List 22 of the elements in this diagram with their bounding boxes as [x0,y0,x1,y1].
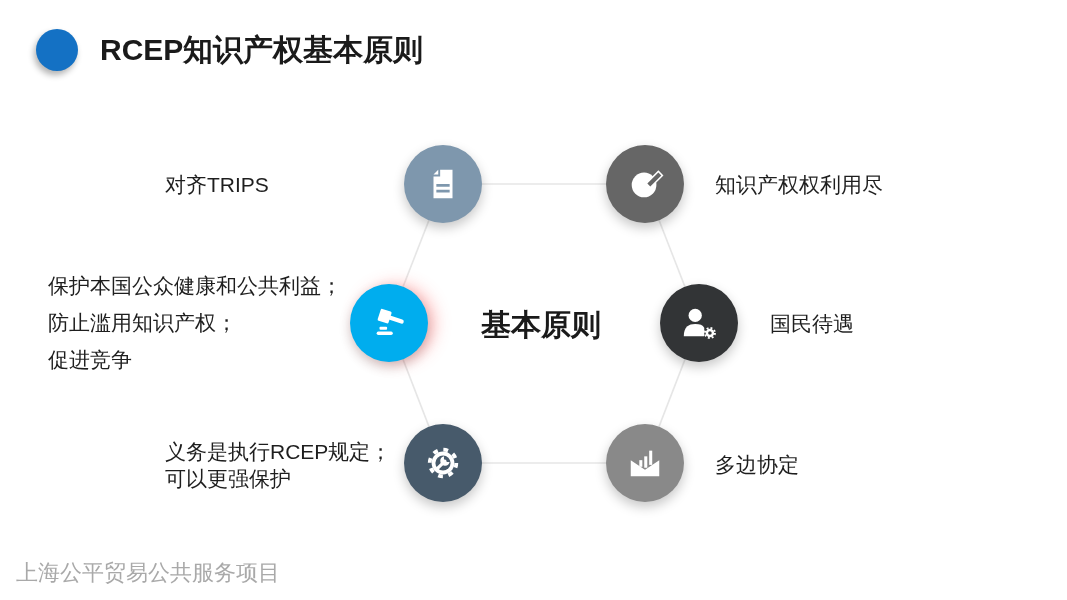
gear-wrench-icon [404,424,482,502]
connector-line [402,358,430,428]
chart-envelope-icon [606,424,684,502]
gavel-icon [350,284,428,362]
footer-text: 上海公平贸易公共服务项目 [16,559,280,587]
connector-line [402,219,430,288]
caption-text: 对齐TRIPS [165,172,269,198]
connector-line [658,358,686,428]
node-caption: 多边协定 [715,452,799,478]
pencil-circle-icon [606,145,684,223]
node-caption: 防止滥用知识产权； [48,309,238,336]
connector-line [658,219,686,288]
node-caption: 知识产权权利用尽 [715,172,883,198]
node-caption: 促进竞争 [48,346,133,373]
node-caption: 保护本国公众健康和公共利益； [48,272,342,299]
document-icon [404,145,482,223]
user-gear-icon [660,284,738,362]
node-caption: 义务是执行RCEP规定； [165,439,392,465]
center-heading: 基本原则 [481,307,601,343]
node-caption: 可以更强保护 [165,466,292,492]
node-caption: 国民待遇 [770,311,854,337]
slide-title: RCEP知识产权基本原则 [100,32,424,68]
